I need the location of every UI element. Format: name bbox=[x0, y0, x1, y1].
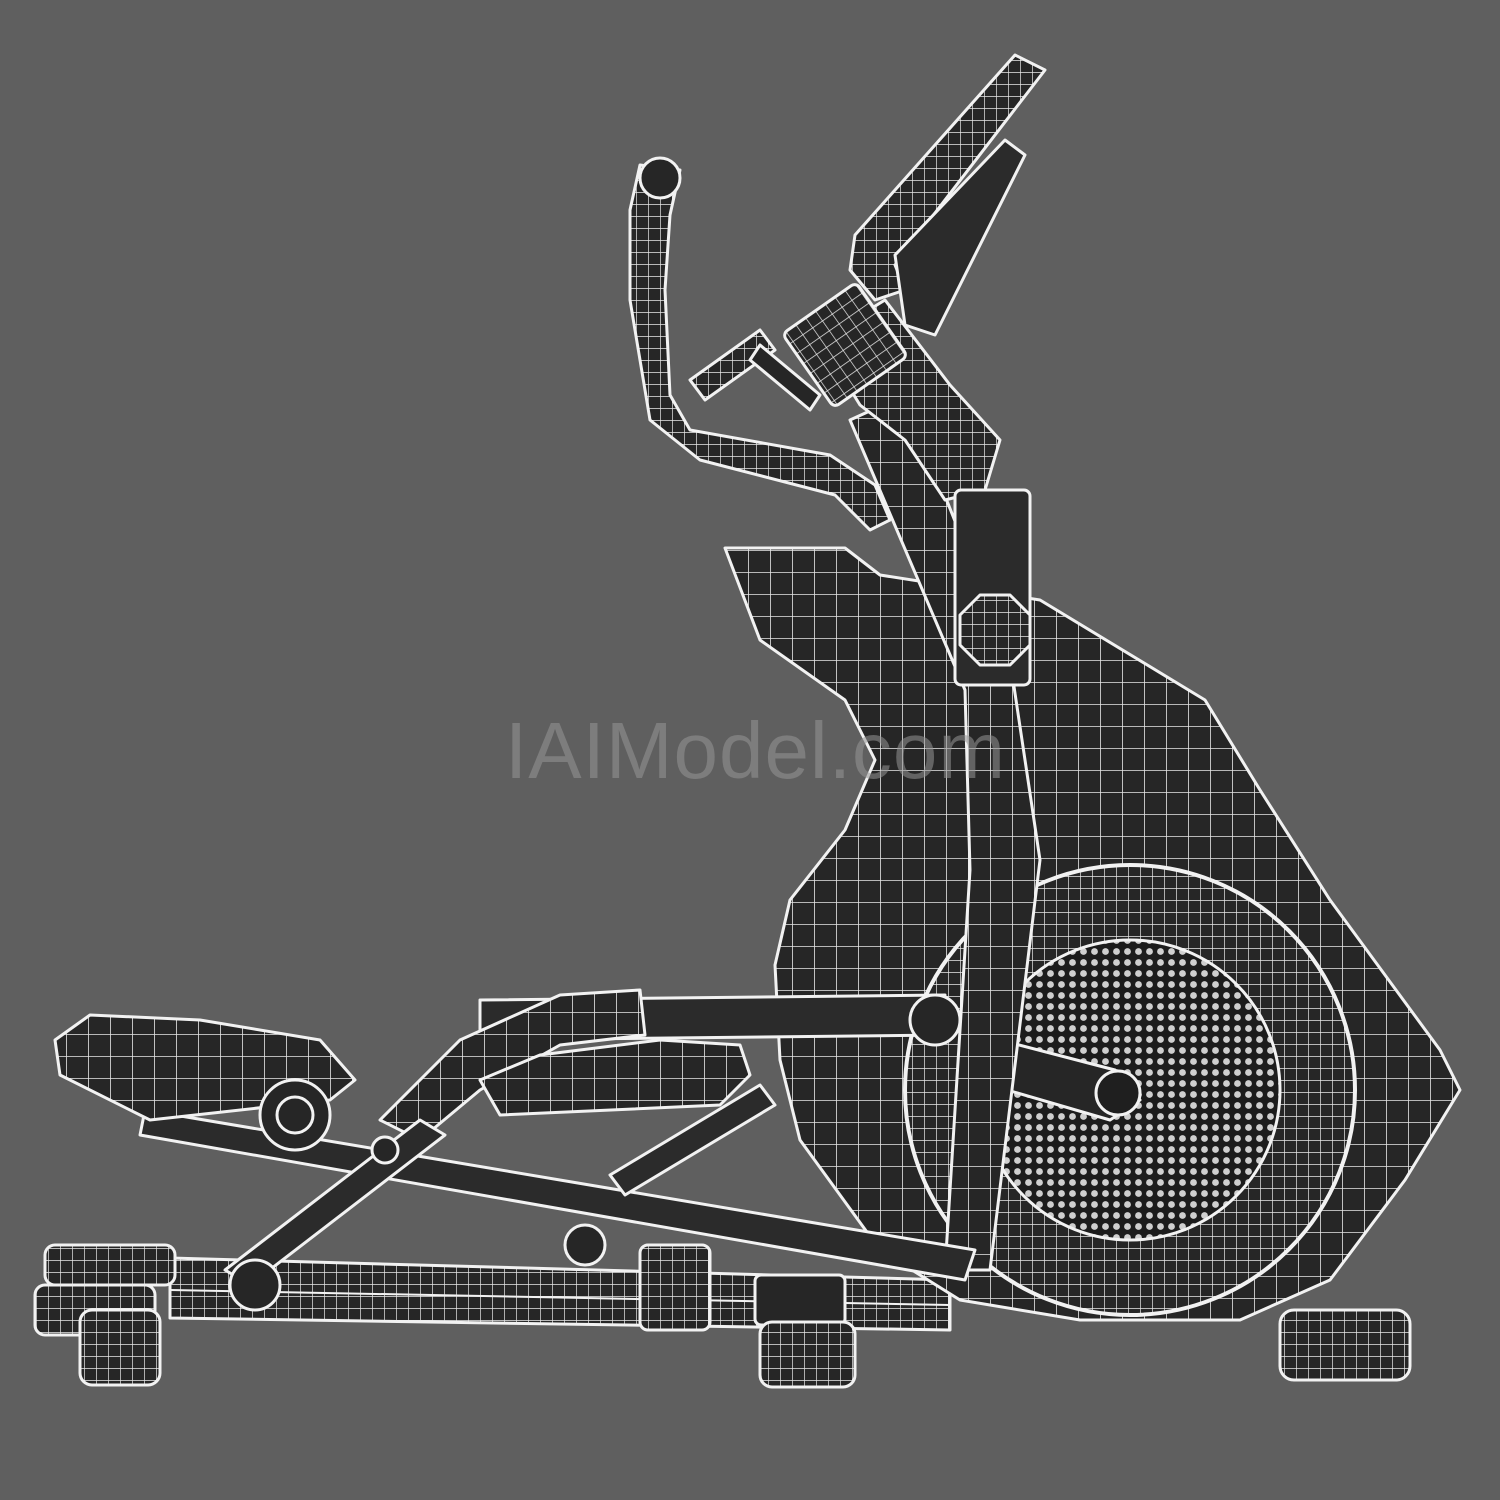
console-box bbox=[783, 283, 907, 407]
small-grip bbox=[688, 328, 777, 402]
mid-roller bbox=[563, 1223, 607, 1267]
stride-rod bbox=[138, 1108, 977, 1282]
pivot-bolt bbox=[370, 1135, 400, 1165]
base-rails bbox=[33, 1243, 1412, 1389]
crank-hub bbox=[1094, 1069, 1142, 1117]
left-arm-grip bbox=[628, 163, 892, 532]
arm-cap bbox=[638, 156, 682, 200]
second-pedal bbox=[478, 1038, 752, 1117]
pedal-wheel bbox=[258, 1078, 332, 1152]
console-screen bbox=[893, 138, 1027, 337]
column-hub bbox=[958, 593, 1032, 667]
mid-link bbox=[608, 1083, 777, 1197]
connector-pivot bbox=[908, 993, 962, 1047]
elliptical-trainer bbox=[33, 53, 1462, 1389]
rear-roller bbox=[228, 1258, 282, 1312]
watermark: IAIModel.com bbox=[505, 706, 1007, 795]
